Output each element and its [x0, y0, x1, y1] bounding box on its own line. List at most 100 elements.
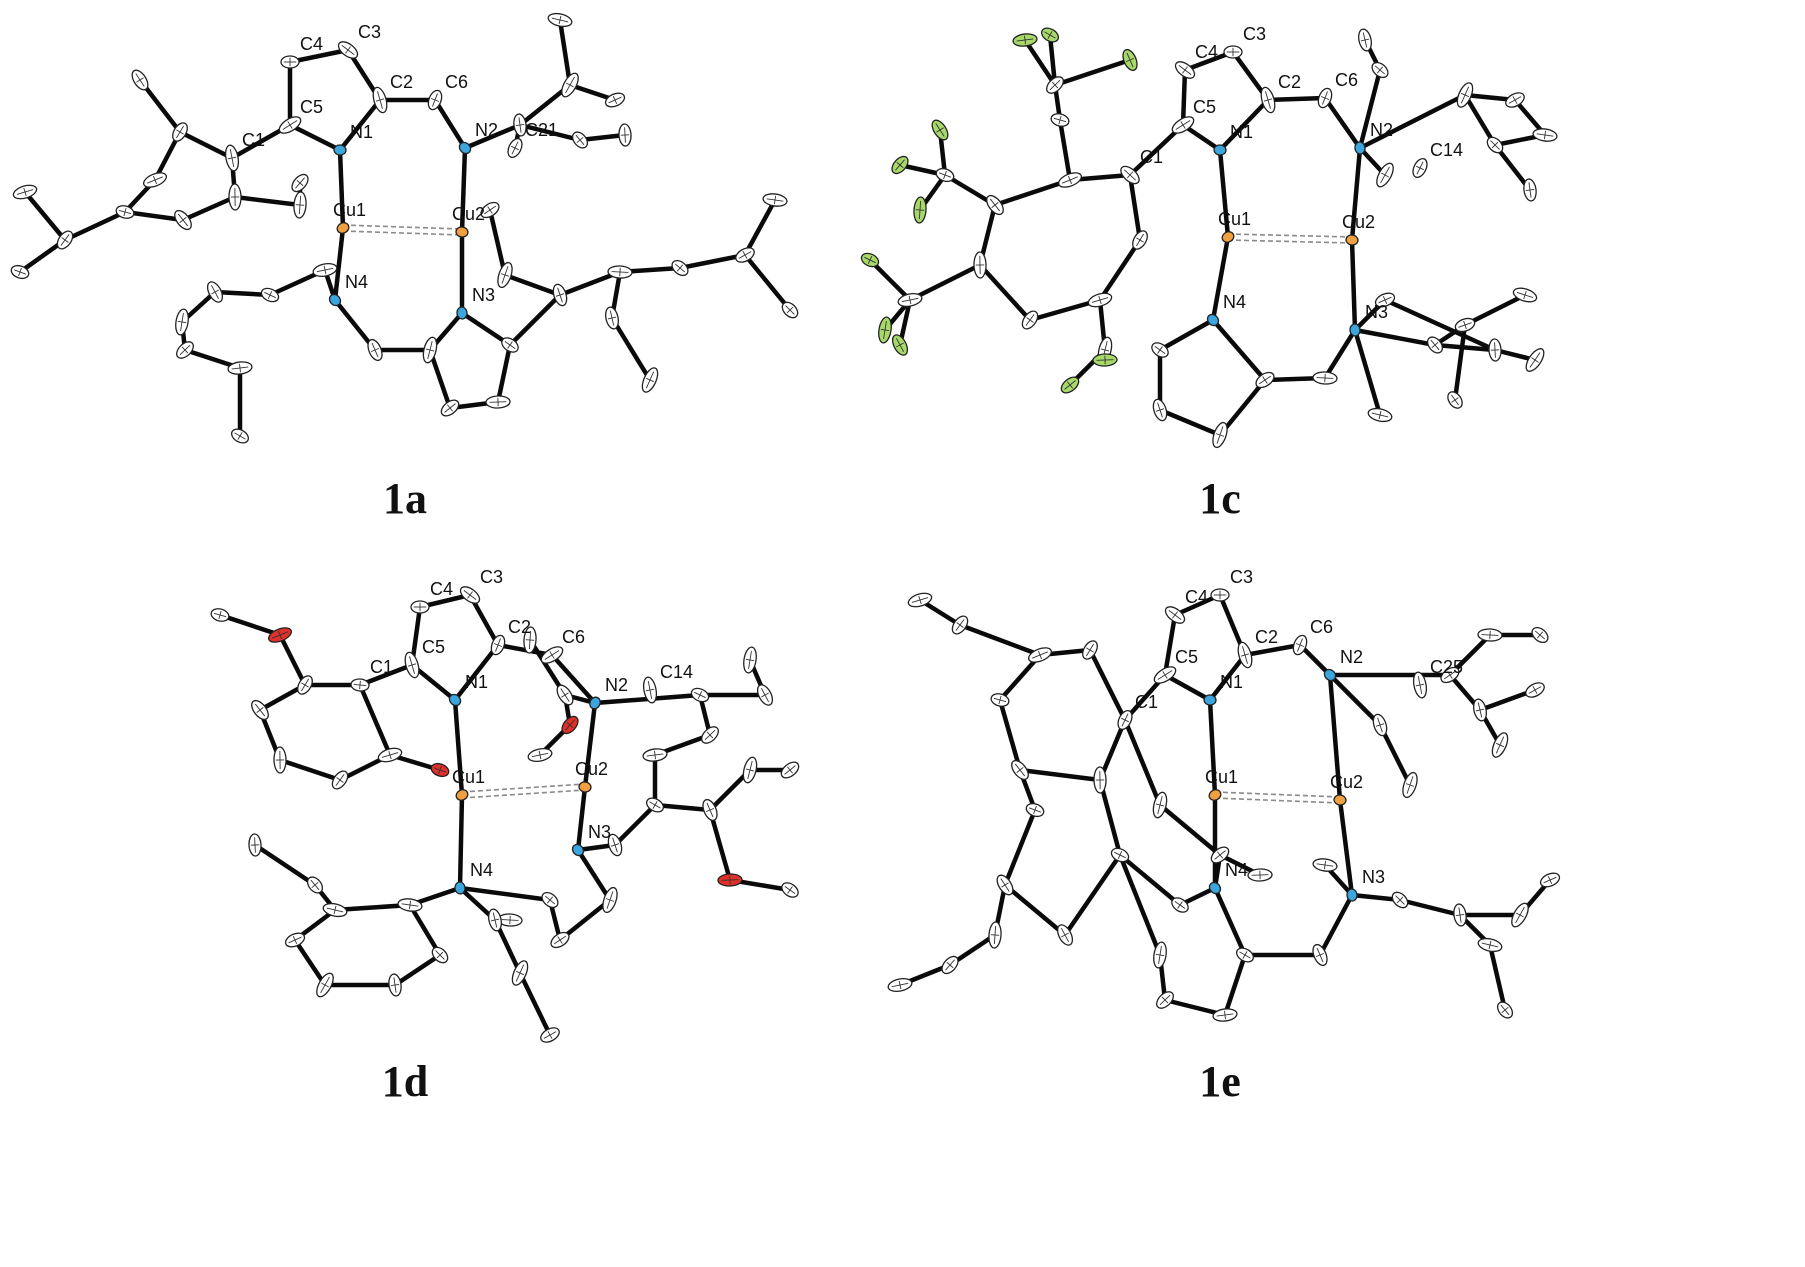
atom-carbon — [1050, 113, 1070, 127]
atom-carbon — [527, 747, 553, 763]
atom-carbon — [671, 259, 689, 277]
bond — [457, 792, 465, 891]
atom-carbon — [172, 122, 188, 142]
atom-oxygen — [267, 627, 293, 643]
atom-carbon — [316, 972, 334, 998]
atom-carbon — [1312, 943, 1328, 967]
bond — [557, 17, 573, 88]
atom-nitrogen — [1354, 141, 1366, 155]
atom-carbon — [1317, 87, 1333, 109]
bond — [357, 682, 393, 758]
atom-carbon — [1087, 292, 1113, 308]
atom-nitrogen — [456, 306, 468, 320]
atom-carbon — [1447, 391, 1463, 409]
atom-label-c1: C1 — [242, 130, 265, 150]
atom-nitrogen — [1213, 144, 1227, 156]
atom-carbon — [297, 675, 313, 695]
bond — [1217, 97, 1271, 153]
atom-label-c2: C2 — [508, 617, 531, 637]
atom-copper — [1221, 231, 1235, 243]
atom-carbon — [306, 876, 324, 894]
atom-label-c6: C6 — [562, 627, 585, 647]
bond — [1117, 852, 1183, 908]
atom-carbon — [1235, 947, 1255, 963]
atom-label-cu2: Cu2 — [1330, 772, 1363, 792]
bond — [1162, 612, 1178, 678]
bond — [177, 129, 235, 161]
atom-carbon — [645, 797, 665, 813]
atom-label-n4: N4 — [470, 860, 493, 880]
atom-carbon — [996, 874, 1014, 896]
atom-label-c4: C4 — [1195, 42, 1218, 62]
atom-carbon — [131, 69, 149, 91]
atom-carbon — [1153, 666, 1177, 684]
bond — [1087, 647, 1128, 723]
atom-carbon — [404, 651, 420, 679]
atom-label-c6: C6 — [445, 72, 468, 92]
bond — [907, 262, 983, 303]
atom-carbon — [523, 626, 537, 654]
atom-carbon — [10, 264, 30, 280]
atom-carbon — [248, 833, 262, 857]
atom-carbon — [1531, 626, 1549, 644]
atom-carbon — [1056, 924, 1074, 946]
atom-carbon — [210, 608, 230, 622]
atom-carbon — [602, 886, 618, 914]
bond — [1327, 672, 1383, 728]
atom-carbon — [440, 399, 460, 417]
atom-label-cu2: Cu2 — [452, 204, 485, 224]
bond — [577, 132, 628, 143]
atom-carbon — [1132, 230, 1148, 250]
atom-label-cu2: Cu2 — [1342, 212, 1375, 232]
bond — [1127, 122, 1186, 178]
atom-carbon — [513, 113, 527, 137]
atom-carbon — [1412, 671, 1428, 699]
atom-label-c3: C3 — [1230, 567, 1253, 587]
atom-label-c3: C3 — [480, 567, 503, 587]
atom-fluorine — [891, 155, 909, 175]
atom-label-n4: N4 — [1225, 860, 1248, 880]
atom-carbon — [642, 676, 658, 704]
cu-cu-interaction — [1214, 797, 1341, 804]
bond — [22, 189, 68, 243]
atom-carbon — [1440, 666, 1460, 684]
bond — [217, 612, 283, 638]
bond — [287, 47, 351, 65]
atom-carbon — [897, 292, 923, 308]
atom-carbon — [1174, 61, 1196, 79]
atom-label-c5: C5 — [1175, 647, 1198, 667]
atom-carbon — [1402, 771, 1418, 799]
bond — [457, 885, 553, 903]
atom-label-n2: N2 — [605, 675, 628, 695]
atom-label-c1: C1 — [1135, 692, 1158, 712]
bond — [1047, 32, 1058, 88]
bond — [1002, 882, 1068, 938]
atom-copper — [578, 781, 592, 793]
atom-carbon — [756, 684, 774, 706]
bond — [1297, 642, 1333, 678]
atom-carbon — [690, 687, 710, 703]
atom-carbon — [541, 891, 559, 909]
atom-label-c4: C4 — [300, 34, 323, 54]
atom-nitrogen — [454, 881, 466, 895]
atom-label-n1: N1 — [1230, 122, 1253, 142]
atom-carbon — [367, 338, 383, 362]
atom-label-c3: C3 — [358, 22, 381, 42]
atom-carbon — [280, 55, 300, 69]
atom-nitrogen — [328, 293, 342, 307]
bond — [1127, 172, 1143, 243]
atom-fluorine — [1060, 376, 1080, 394]
atom-carbon — [1171, 116, 1195, 134]
bond — [507, 292, 563, 348]
atom-carbon — [780, 761, 800, 779]
bond — [1352, 327, 1383, 418]
bond — [459, 145, 468, 235]
atom-carbon — [941, 955, 959, 975]
bond — [1117, 852, 1163, 958]
atom-carbon — [1312, 371, 1338, 385]
bond — [1322, 327, 1358, 381]
atom-carbon — [1532, 128, 1558, 142]
atom-fluorine — [1012, 33, 1038, 47]
atom-carbon — [350, 678, 370, 692]
atom-carbon — [641, 367, 659, 393]
